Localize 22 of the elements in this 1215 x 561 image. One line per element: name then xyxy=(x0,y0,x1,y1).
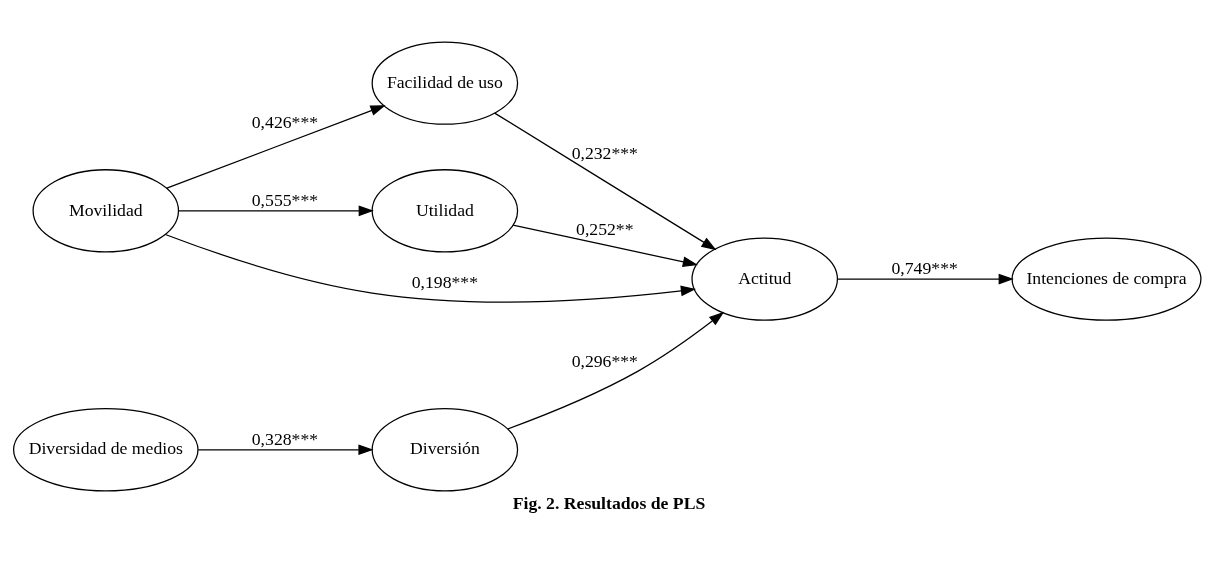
arrow xyxy=(512,224,698,267)
arrow xyxy=(178,205,374,216)
arrow xyxy=(507,311,725,429)
node-ellipse: Utilidad xyxy=(371,168,519,253)
edge-label: 0,749*** xyxy=(891,257,958,278)
node-ellipse: Intenciones de compra xyxy=(1011,236,1202,321)
arrow xyxy=(836,273,1014,284)
arrow xyxy=(197,443,374,455)
node-ellipse: Diversión xyxy=(371,407,519,491)
caption: Fig. 2. Resultados de PLS xyxy=(512,492,706,513)
edge-label: 0,198*** xyxy=(411,271,479,292)
edge-label: 0,296*** xyxy=(571,350,638,371)
edge-label: 0,555*** xyxy=(251,189,319,210)
edge-label: 0,426*** xyxy=(251,111,319,132)
edge-label: 0,252** xyxy=(576,218,634,239)
node-ellipse: Diversidad de medios xyxy=(12,407,199,491)
node-ellipse: Movilidad xyxy=(32,168,180,253)
arrow xyxy=(164,233,696,302)
edge-label: 0,232*** xyxy=(571,142,638,163)
arrow xyxy=(166,104,386,189)
arrow xyxy=(494,112,717,250)
edge-label: 0,328*** xyxy=(251,428,319,449)
